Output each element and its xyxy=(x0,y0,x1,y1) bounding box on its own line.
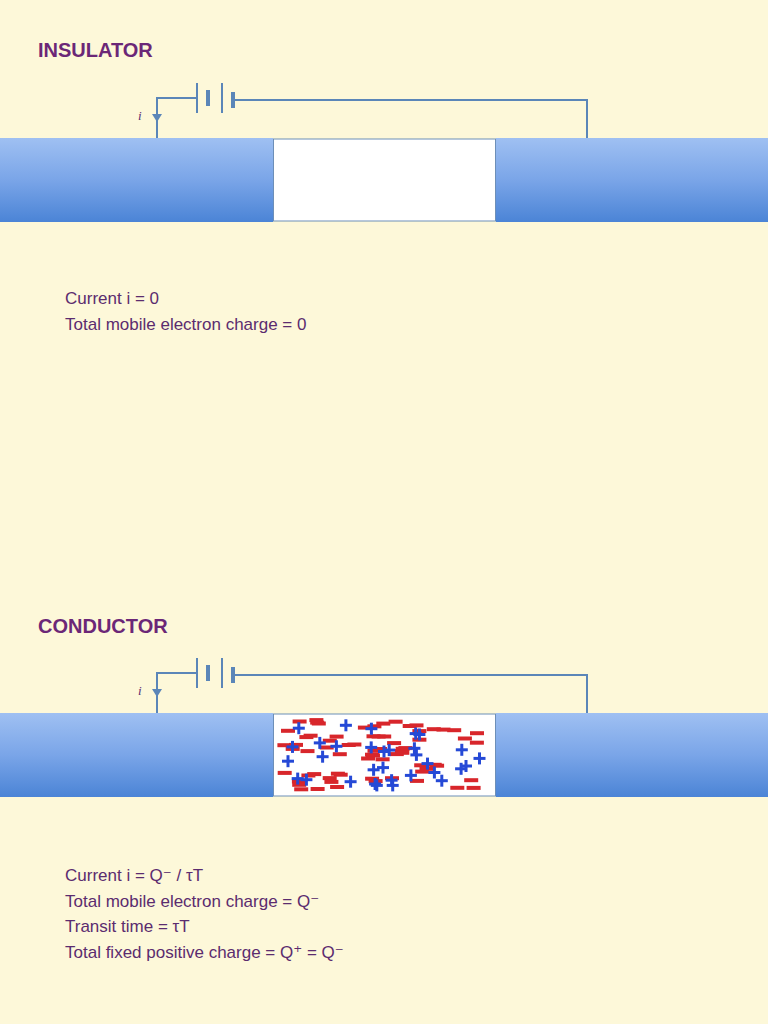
note-text: Transit time = τT xyxy=(65,917,190,937)
gap-box xyxy=(274,714,496,796)
note-text: Current i = 0 xyxy=(65,289,159,309)
panel-title: INSULATOR xyxy=(38,39,153,62)
left-bar xyxy=(0,713,273,797)
right-bar xyxy=(496,713,768,797)
note-text: Current i = Q⁻ / τT xyxy=(65,865,203,886)
left-bar xyxy=(0,138,273,222)
gap-box xyxy=(274,139,496,221)
note-text: Total fixed positive charge = Q⁺ = Q⁻ xyxy=(65,942,344,963)
charge-texture xyxy=(277,718,485,791)
current-arrow xyxy=(152,114,162,122)
wire xyxy=(157,83,587,138)
current-symbol: i xyxy=(138,108,142,124)
conductor-circuit xyxy=(0,658,768,797)
panel-title: CONDUCTOR xyxy=(38,615,168,638)
right-bar xyxy=(496,138,768,222)
note-text: Total mobile electron charge = 0 xyxy=(65,315,306,335)
note-text: Total mobile electron charge = Q⁻ xyxy=(65,891,319,912)
insulator-circuit xyxy=(0,83,768,222)
wire xyxy=(157,658,587,713)
current-arrow xyxy=(152,689,162,697)
current-symbol: i xyxy=(138,683,142,699)
